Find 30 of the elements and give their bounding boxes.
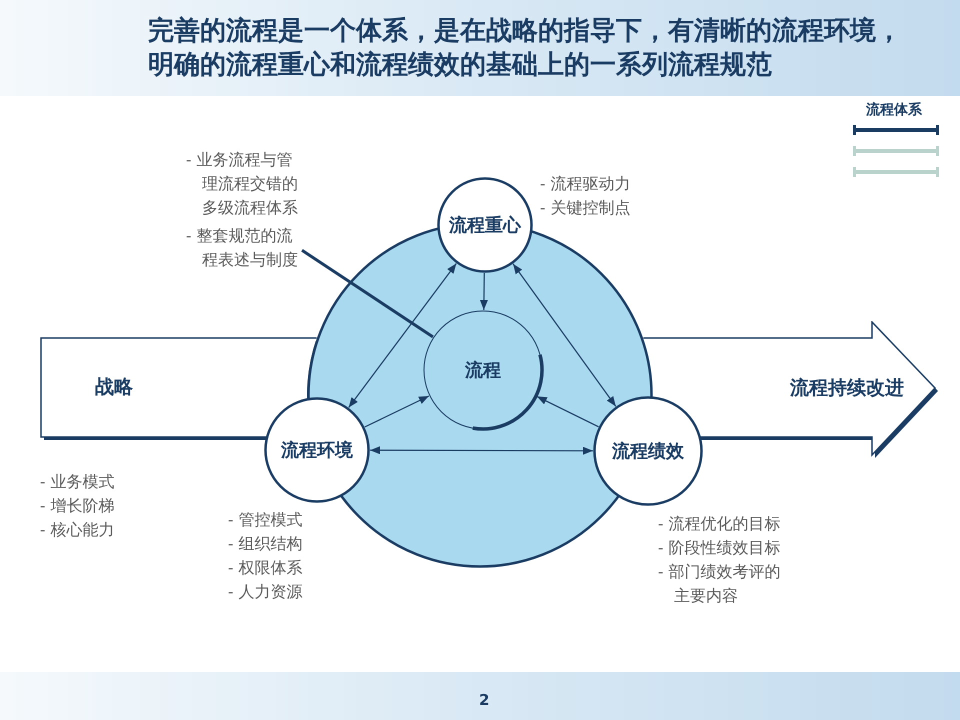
arrow (536, 396, 599, 428)
bullet-text: - 核心能力 (40, 519, 114, 541)
bullet-text: - 增长阶梯 (40, 495, 114, 517)
bullet-text: - 人力资源 (228, 581, 302, 603)
bullet-text: - 管控模式 (228, 509, 302, 531)
bullet-text: - 业务模式 (40, 471, 114, 493)
circle-node: 流程重心 (437, 177, 533, 273)
double-arrow (370, 446, 593, 455)
band-label: 战略 (95, 376, 133, 398)
leader-line (301, 249, 434, 338)
bullet-text: - 组织结构 (228, 533, 302, 555)
arrow (364, 395, 430, 428)
double-arrow (348, 263, 457, 408)
bullet-text: - 关键控制点 (540, 197, 630, 219)
arrow (480, 273, 488, 310)
double-arrow (512, 264, 616, 407)
bullet-text: - 整套规范的流程表述与制度 (186, 225, 299, 271)
circle-node: 流程环境 (264, 397, 370, 503)
bullet-text: - 阶段性绩效目标 (658, 537, 780, 559)
circle-node: 流程 (423, 310, 543, 430)
slide-title: 完善的流程是一个体系，是在战略的指导下，有清晰的流程环境，明确的流程重心和流程绩效的基础上的一系列流程规范 (148, 15, 903, 82)
bullet-text: - 流程优化的目标 (658, 513, 780, 535)
page-number: 2 (479, 691, 490, 709)
band-label: 流程持续改进 (790, 377, 904, 399)
bullet-text: - 业务流程与管理流程交错的多级流程体系 (186, 149, 299, 219)
bullet-text: - 部门绩效考评的主要内容 (658, 561, 782, 607)
circle-node: 流程绩效 (593, 396, 703, 506)
bullet-text: - 流程驱动力 (540, 173, 630, 195)
section-label: 流程体系 (866, 101, 922, 119)
bullet-text: - 权限体系 (228, 557, 302, 579)
